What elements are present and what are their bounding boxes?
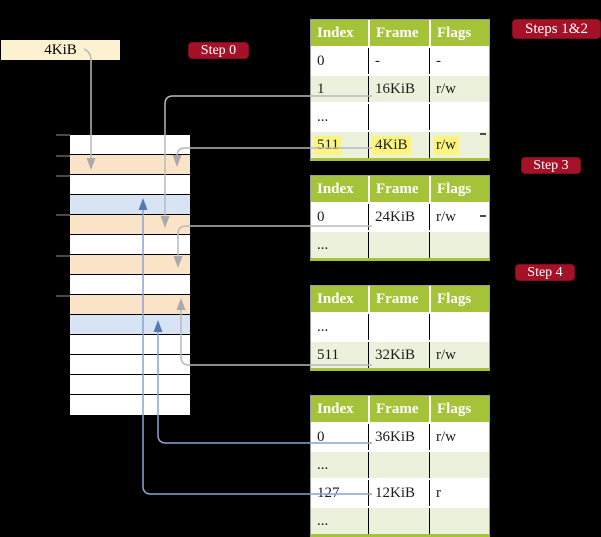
memory-frame-row xyxy=(70,395,190,415)
table-row: ... xyxy=(311,102,489,130)
table-header: Index Frame Flags xyxy=(311,20,489,46)
memory-frame-row xyxy=(70,175,190,195)
table-row: 0 - - xyxy=(311,46,489,74)
badge-step-3: Step 3 xyxy=(521,157,581,174)
memory-frame-row xyxy=(70,375,190,395)
table-header: Index Frame Flags xyxy=(311,176,489,202)
header-index: Index xyxy=(317,24,354,41)
table-row: 0 36KiB r/w xyxy=(311,422,489,450)
page-table-step-3: Index Frame Flags 0 24KiB r/w ... xyxy=(310,175,490,261)
header-flags: Flags xyxy=(429,396,489,422)
memory-frame-row xyxy=(70,355,190,375)
memory-frame-row xyxy=(70,215,190,235)
header-flags: Flags xyxy=(429,176,489,202)
memory-frame-row xyxy=(70,255,190,275)
memory-frame-row xyxy=(70,155,190,175)
table-row: 1 16KiB r/w xyxy=(311,74,489,102)
badge-steps-1-2: Steps 1&2 xyxy=(512,19,601,39)
table-row: 511 32KiB r/w xyxy=(311,340,489,368)
table-row: 127 12KiB r xyxy=(311,478,489,506)
memory-frame-row xyxy=(70,135,190,155)
header-flags: Flags xyxy=(429,286,489,312)
header-index: Index xyxy=(317,180,354,197)
header-frame: Frame xyxy=(368,396,429,422)
page-table-step-4: Index Frame Flags ... 511 32KiB r/w xyxy=(310,285,490,371)
table-row-highlighted: 511 4KiB r/w xyxy=(311,130,489,158)
header-flags: Flags xyxy=(429,20,489,46)
memory-frame-row xyxy=(70,315,190,335)
memory-frame-row xyxy=(70,195,190,215)
table-row: ... xyxy=(311,450,489,478)
memory-column xyxy=(69,134,191,416)
memory-frame-row xyxy=(70,235,190,255)
memory-tick-marks xyxy=(56,134,70,297)
badge-step-0: Step 0 xyxy=(188,42,249,59)
header-frame: Frame xyxy=(368,286,429,312)
header-index: Index xyxy=(317,290,354,307)
header-frame: Frame xyxy=(368,20,429,46)
page-table-steps-1-2: Index Frame Flags 0 - - 1 16KiB r/w ... … xyxy=(310,19,490,161)
frame-size-label: 4KiB xyxy=(1,40,120,60)
table-row: ... xyxy=(311,506,489,534)
page-table-bottom: Index Frame Flags 0 36KiB r/w ... 127 12… xyxy=(310,395,490,537)
table-header: Index Frame Flags xyxy=(311,286,489,312)
header-frame: Frame xyxy=(368,176,429,202)
badge-step-4: Step 4 xyxy=(515,264,575,281)
table-row: ... xyxy=(311,230,489,258)
table-row: ... xyxy=(311,312,489,340)
memory-frame-row xyxy=(70,295,190,315)
table-row: 0 24KiB r/w xyxy=(311,202,489,230)
header-index: Index xyxy=(317,400,354,417)
memory-frame-row xyxy=(70,335,190,355)
memory-frame-row xyxy=(70,275,190,295)
table-header: Index Frame Flags xyxy=(311,396,489,422)
